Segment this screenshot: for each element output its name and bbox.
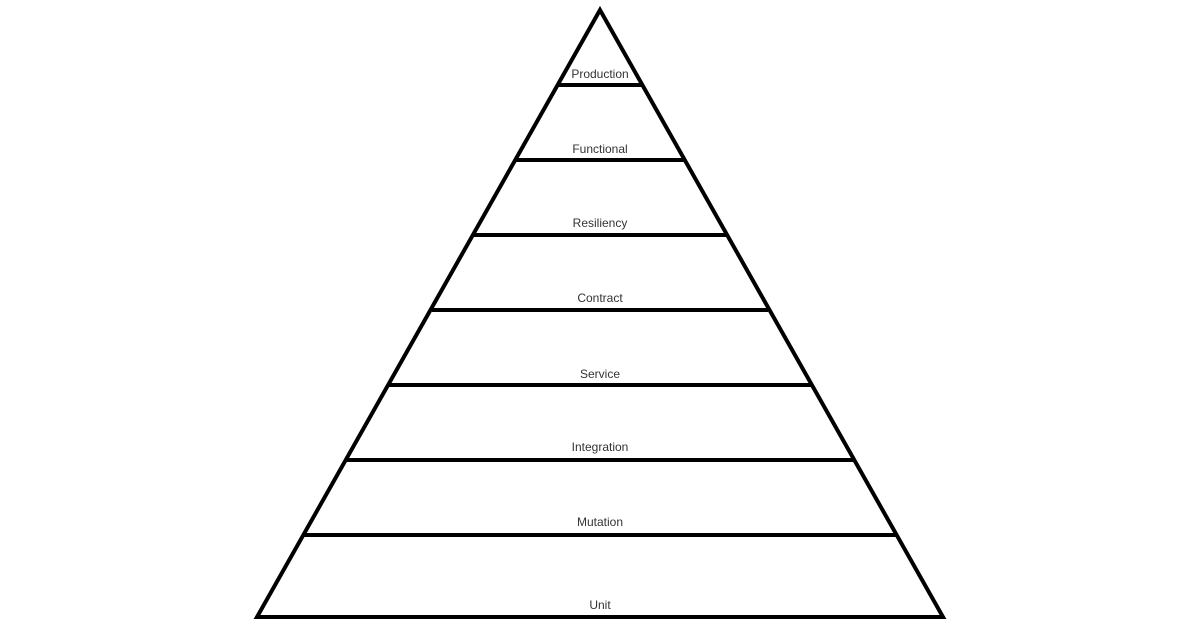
- tier-label-resiliency: Resiliency: [573, 216, 628, 230]
- tier-label-service: Service: [580, 367, 620, 381]
- tier-label-functional: Functional: [572, 142, 627, 156]
- tier-label-production: Production: [571, 67, 628, 81]
- tier-label-mutation: Mutation: [577, 515, 623, 529]
- tier-label-contract: Contract: [577, 291, 623, 305]
- tier-label-unit: Unit: [589, 598, 611, 612]
- pyramid-outline: [253, 5, 947, 619]
- tier-label-integration: Integration: [572, 440, 629, 454]
